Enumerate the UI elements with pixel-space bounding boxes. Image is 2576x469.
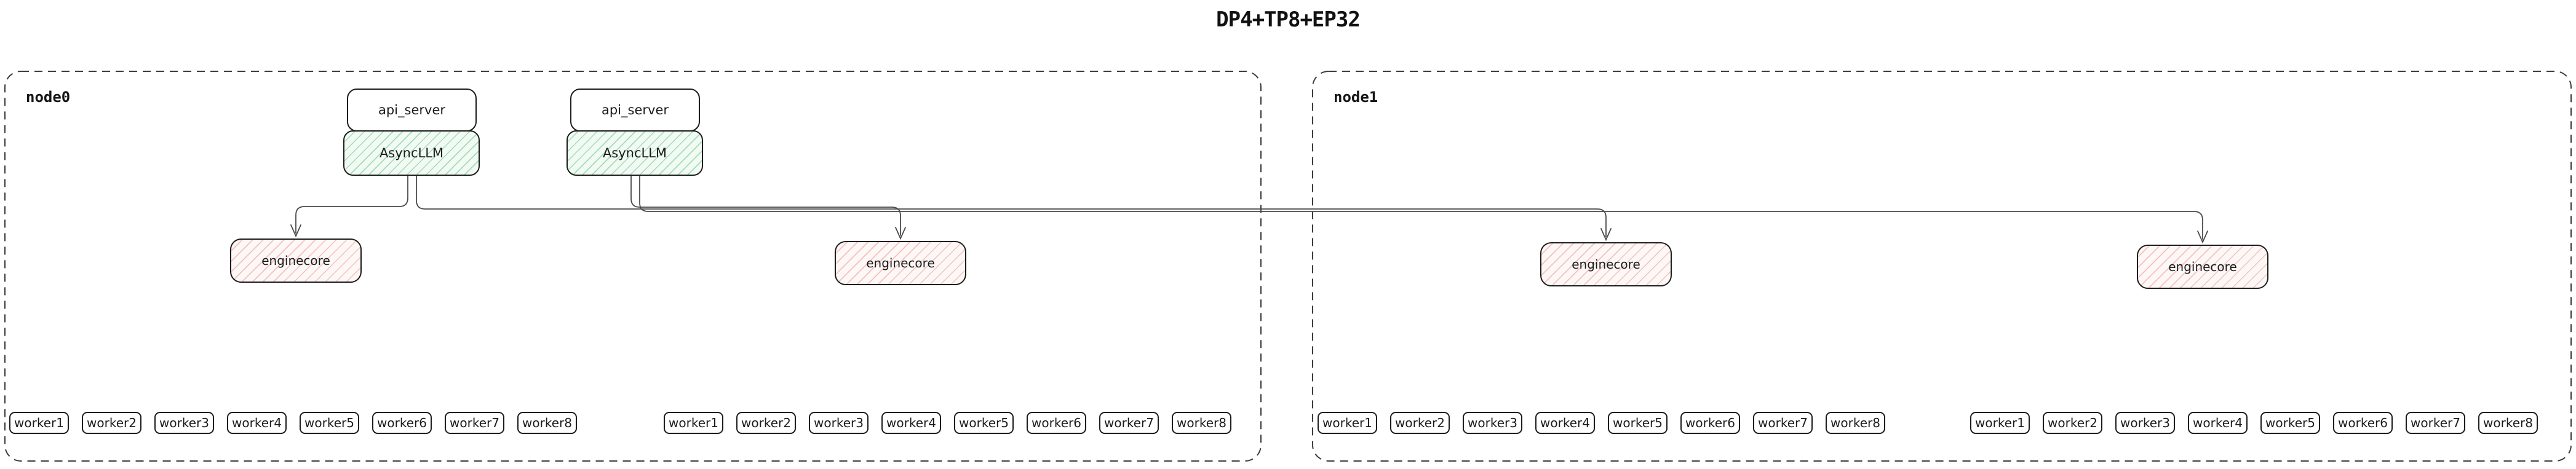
arrowhead-enginecore3 — [1600, 228, 1612, 242]
diagram-title: DP4+TP8+EP32 — [1216, 7, 1361, 32]
worker-box: worker8 — [1172, 412, 1231, 434]
worker-box: worker2 — [2043, 412, 2102, 434]
worker-box: worker2 — [82, 412, 141, 434]
worker-box: worker7 — [445, 412, 504, 434]
worker-box: worker3 — [2115, 412, 2175, 434]
asyncllm-box-2: AsyncLLM — [566, 130, 703, 176]
worker-box: worker4 — [881, 412, 941, 434]
worker-box: worker1 — [664, 412, 723, 434]
worker-box: worker4 — [2188, 412, 2248, 434]
connector-asyncllm2-to-enginecore2 — [630, 175, 901, 236]
worker-box: worker8 — [517, 412, 577, 434]
worker-box: worker7 — [2406, 412, 2465, 434]
connector-asyncllm1-to-enginecore3 — [416, 175, 1607, 237]
worker-box: worker1 — [1970, 412, 2030, 434]
worker-box: worker4 — [227, 412, 287, 434]
worker-box: worker1 — [9, 412, 69, 434]
worker-box: worker6 — [372, 412, 432, 434]
enginecore-box-1: enginecore — [230, 238, 362, 283]
worker-box: worker2 — [736, 412, 796, 434]
worker-box: worker6 — [1680, 412, 1740, 434]
asyncllm-box-1: AsyncLLM — [343, 130, 480, 176]
worker-box: worker4 — [1535, 412, 1595, 434]
node0-outline — [4, 71, 1262, 462]
arrowhead-enginecore2 — [895, 227, 906, 240]
worker-box: worker8 — [1826, 412, 1885, 434]
worker-box: worker3 — [154, 412, 214, 434]
worker-box: worker6 — [1027, 412, 1086, 434]
worker-box: worker1 — [1318, 412, 1377, 434]
worker-group-node0-a: worker1 worker2 worker3 worker4 worker5 worke… — [9, 412, 577, 434]
worker-box: worker3 — [1463, 412, 1522, 434]
enginecore-box-4: enginecore — [2137, 245, 2268, 289]
worker-box: worker8 — [2478, 412, 2538, 434]
node0-label: node0 — [26, 89, 71, 106]
enginecore-box-3: enginecore — [1540, 242, 1672, 286]
worker-group-node1-b: worker1 worker2 worker3 worker4 worker5 worke… — [1970, 412, 2538, 434]
api-server-box-1: api_server — [347, 89, 477, 132]
worker-box: worker5 — [1608, 412, 1668, 434]
connector-asyncllm2-to-enginecore4 — [639, 175, 2203, 240]
worker-box: worker5 — [954, 412, 1014, 434]
enginecore-box-2: enginecore — [835, 241, 966, 285]
worker-box: worker7 — [1099, 412, 1159, 434]
worker-box: worker5 — [300, 412, 359, 434]
worker-group-node0-b: worker1 worker2 worker3 worker4 worker5 worke… — [664, 412, 1231, 434]
node1-outline — [1312, 71, 2572, 462]
node1-label: node1 — [1334, 89, 1378, 106]
worker-box: worker6 — [2333, 412, 2393, 434]
api-server-box-2: api_server — [570, 89, 700, 132]
worker-box: worker2 — [1390, 412, 1450, 434]
connector-asyncllm1-to-enginecore1 — [295, 175, 408, 234]
worker-group-node1-a: worker1 worker2 worker3 worker4 worker5 worke… — [1318, 412, 1885, 434]
worker-box: worker7 — [1753, 412, 1813, 434]
worker-box: worker3 — [809, 412, 869, 434]
arrowhead-enginecore1 — [290, 224, 301, 238]
worker-box: worker5 — [2260, 412, 2320, 434]
arrowhead-enginecore4 — [2197, 231, 2208, 244]
